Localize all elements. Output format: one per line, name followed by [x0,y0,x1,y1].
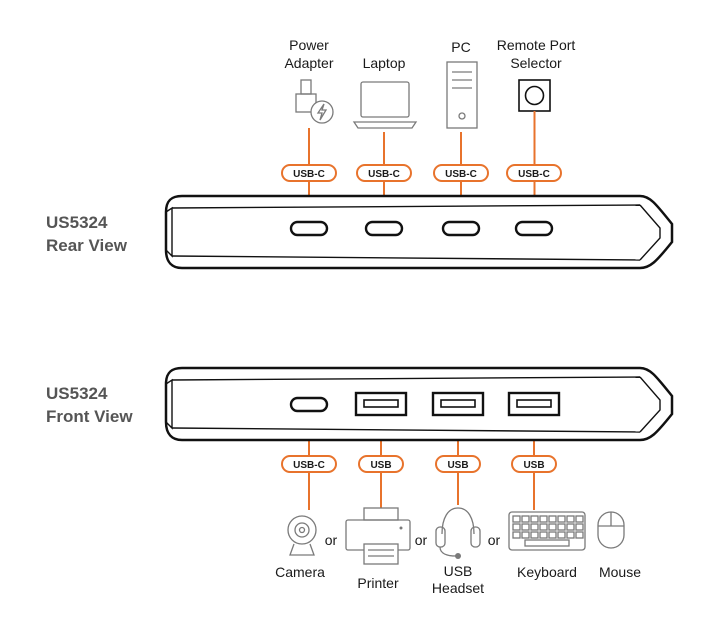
keyboard-key [557,531,566,539]
keyboard-key [548,515,557,523]
keyboard-key [530,523,539,531]
keyboard-key [530,515,539,523]
svg-text:USB-C: USB-C [293,169,325,180]
svg-text:USB: USB [370,460,391,471]
front-port-label-2: USB [358,455,404,473]
camera-icon [287,515,317,556]
rear-view-model: US5324 [46,213,108,232]
remote-port-selector-label-2: Selector [510,55,562,71]
rear-usbc-port-2 [364,220,404,237]
usb-headset-label-2: Headset [432,580,484,596]
keyboard-key [566,515,575,523]
printer-icon [345,507,411,565]
keyboard-key [575,523,584,531]
front-port-label-3: USB [435,455,481,473]
rear-view-title: Rear View [46,236,128,255]
camera-label: Camera [275,564,325,580]
laptop-label: Laptop [363,55,406,71]
keyboard-key [575,515,584,523]
keyboard-key [566,523,575,531]
rear-usbc-port-4 [514,220,554,237]
printer-label: Printer [357,575,399,591]
front-port-label-1: USB-C [281,455,337,473]
keyboard-key [566,531,575,539]
remote-port-selector-label: Remote Port [497,37,576,53]
rear-port-label-3: USB-C [433,164,489,182]
mouse-icon [597,511,625,549]
rear-chassis [164,194,674,270]
rear-port-label-1: USB-C [281,164,337,182]
power-adapter-label: Power [289,37,329,53]
remote-port-selector-icon [518,79,551,112]
mouse-label: Mouse [599,564,641,580]
or-text-1: or [325,532,338,548]
keyboard-key [530,531,539,539]
keyboard-key [512,523,521,531]
front-usba-port-1 [354,391,408,417]
svg-text:USB-C: USB-C [293,460,325,471]
front-usba-port-2 [431,391,485,417]
front-usbc-port [289,396,329,413]
svg-text:USB-C: USB-C [445,169,477,180]
headset-icon [435,507,481,559]
pc-label: PC [451,39,470,55]
svg-text:USB-C: USB-C [518,169,550,180]
front-view: US5324 Front View [46,366,674,596]
keyboard-key [539,515,548,523]
front-view-title: Front View [46,407,133,426]
usb-headset-label: USB [444,563,473,579]
rear-port-label-4: USB-C [506,164,562,182]
or-text-2: or [415,532,428,548]
keyboard-key [521,515,530,523]
front-view-model: US5324 [46,384,108,403]
keyboard-key [557,523,566,531]
rear-view: US5324 Rear View Power Adapter Laptop PC… [46,37,674,270]
keyboard-key [521,531,530,539]
svg-text:USB-C: USB-C [368,169,400,180]
rear-usbc-port-1 [289,220,329,237]
keyboard-key [557,515,566,523]
front-usba-port-3 [507,391,561,417]
keyboard-key [539,523,548,531]
keyboard-key [512,531,521,539]
power-adapter-icon [295,79,334,124]
keyboard-key [548,531,557,539]
or-text-3: or [488,532,501,548]
laptop-icon [352,81,418,129]
rear-port-label-2: USB-C [356,164,412,182]
svg-text:USB: USB [447,460,468,471]
keyboard-icon [508,511,586,551]
keyboard-key [548,523,557,531]
keyboard-key [512,515,521,523]
keyboard-spacebar [524,539,570,547]
svg-text:USB: USB [523,460,544,471]
power-adapter-label-2: Adapter [284,55,333,71]
keyboard-label: Keyboard [517,564,577,580]
keyboard-key [521,523,530,531]
keyboard-key [539,531,548,539]
front-chassis [164,366,674,442]
pc-tower-icon [446,61,478,129]
keyboard-key [575,531,584,539]
front-port-label-4: USB [511,455,557,473]
rear-usbc-port-3 [441,220,481,237]
